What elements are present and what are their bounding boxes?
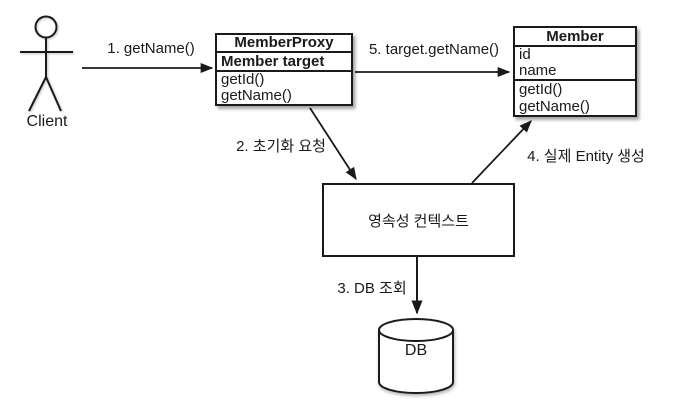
client-actor-icon xyxy=(20,15,73,112)
arrow-step2 xyxy=(309,107,357,181)
class-attribute: name xyxy=(519,62,557,79)
database-label: DB xyxy=(404,342,428,359)
arrow-step4 xyxy=(471,120,532,184)
class-title-member: Member xyxy=(515,28,635,47)
client-actor-label: Client xyxy=(26,113,68,130)
class-method: getName() xyxy=(221,87,292,104)
class-box-member: Member id name getId() getName() xyxy=(513,26,637,117)
class-box-memberproxy: MemberProxy Member target getId() getNam… xyxy=(215,33,353,106)
class-method: getId() xyxy=(221,71,265,88)
class-method: getId() xyxy=(519,81,563,98)
class-attribute: id xyxy=(519,46,531,63)
arrow-step5-label: 5. target.getName() xyxy=(368,41,500,58)
arrow-step1-label: 1. getName() xyxy=(107,40,195,57)
arrow-step3-label: 3. DB 조회 xyxy=(337,280,407,297)
database-cylinder-icon xyxy=(378,318,454,394)
class-attribute: Member target xyxy=(221,53,325,70)
arrow-step2-label: 2. 초기화 요청 xyxy=(236,138,326,155)
persistence-context-box: 영속성 컨텍스트 xyxy=(322,183,515,257)
class-title-memberproxy: MemberProxy xyxy=(217,35,351,53)
persistence-context-label: 영속성 컨텍스트 xyxy=(368,212,469,230)
class-method: getName() xyxy=(519,98,590,115)
arrow-step4-label: 4. 실제 Entity 생성 xyxy=(527,148,645,165)
